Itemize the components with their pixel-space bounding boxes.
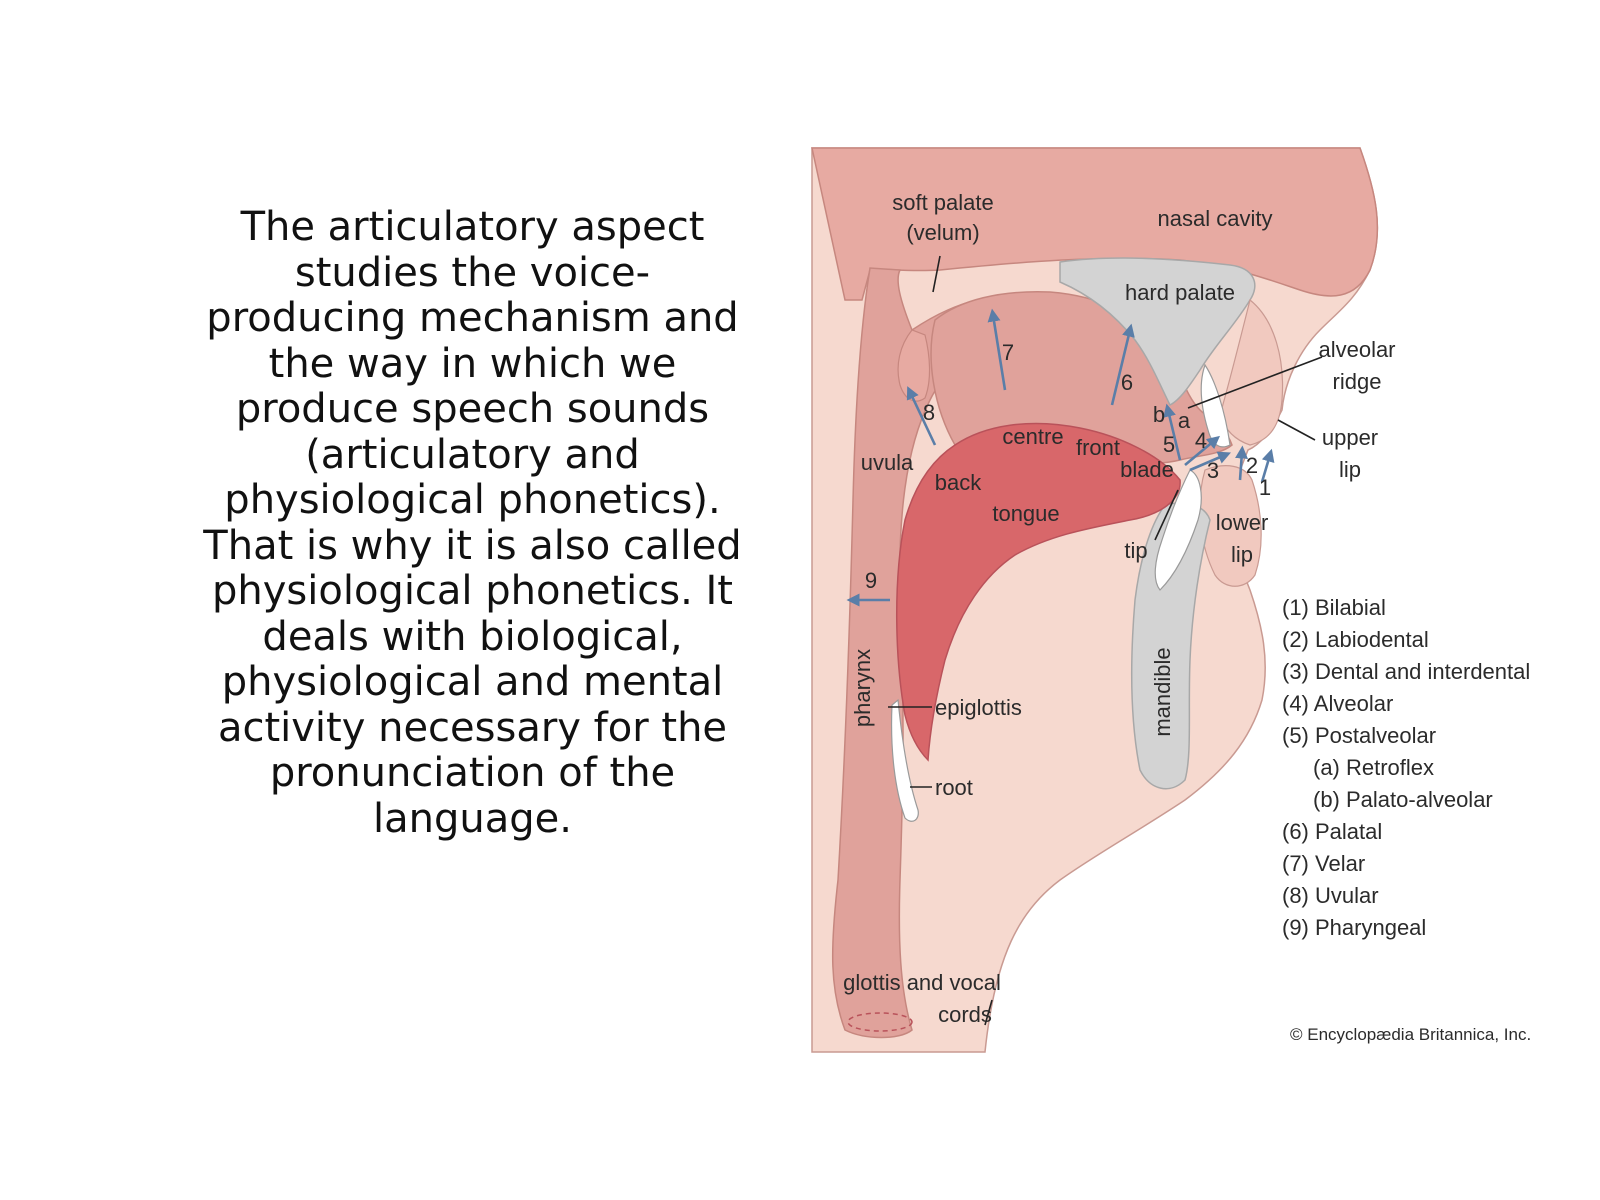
arrow-palatal (1110, 323, 1135, 406)
label-vocal-cords: cords (938, 1002, 992, 1027)
label-glottis: glottis and vocal (843, 970, 1001, 995)
legend-item: (1) Bilabial (1282, 595, 1386, 620)
label-upper: upper (1322, 425, 1378, 450)
label-mandible: mandible (1150, 647, 1175, 736)
label-alveolar: alveolar (1318, 337, 1395, 362)
text-line: studies the voice- (294, 249, 651, 296)
label-front: front (1076, 435, 1120, 460)
label-uvula: uvula (861, 450, 914, 475)
num-4: 4 (1195, 428, 1207, 453)
legend-item: (6) Palatal (1282, 819, 1382, 844)
leader-line (1154, 489, 1179, 541)
num-b: b (1153, 402, 1165, 427)
arrow-velar (987, 308, 1007, 391)
label-soft-palate: soft palate (892, 190, 994, 215)
epiglottis (890, 698, 919, 822)
label-nasal-cavity: nasal cavity (1158, 206, 1273, 231)
legend-item: (b) Palato-alveolar (1313, 787, 1493, 812)
text-line: activity necessary for the (217, 704, 728, 751)
label-lower: lower (1216, 510, 1269, 535)
num-5: 5 (1163, 432, 1175, 457)
label-lower-lip: lip (1231, 542, 1253, 567)
text-line: the way in which we (268, 340, 677, 387)
leader-line (1277, 419, 1316, 441)
label-blade: blade (1120, 457, 1174, 482)
legend-item: (7) Velar (1282, 851, 1365, 876)
slide-body-text: The articulatory aspect studies the voic… (190, 204, 755, 842)
label-tongue: tongue (992, 501, 1059, 526)
label-tip: tip (1124, 538, 1147, 563)
leader-line (984, 999, 993, 1026)
num-6: 6 (1121, 370, 1133, 395)
num-2: 2 (1246, 453, 1258, 478)
leader-line (1187, 356, 1323, 409)
arrow-bilabial (1260, 448, 1275, 483)
leader-line (932, 255, 941, 293)
text-line: producing mechanism and (206, 295, 739, 341)
text-line: physiological phonetics. It (212, 568, 733, 614)
legend-item: (9) Pharyngeal (1282, 915, 1426, 940)
legend-item: (5) Postalveolar (1282, 723, 1436, 748)
text-line: language. (373, 795, 572, 842)
legend-item: (8) Uvular (1282, 883, 1379, 908)
label-ridge: ridge (1333, 369, 1382, 394)
arrow-uvular (906, 386, 937, 446)
label-velum: (velum) (906, 220, 979, 245)
num-9: 9 (865, 568, 877, 593)
legend-item: (4) Alveolar (1282, 691, 1393, 716)
mandible (1130, 502, 1211, 790)
text-line: produce speech sounds (235, 386, 710, 432)
text-line: physiological and mental (221, 659, 724, 705)
label-root: root (935, 775, 973, 800)
arrow-labiodental (1235, 445, 1249, 481)
label-pharynx: pharynx (850, 649, 875, 727)
legend-item: (a) Retroflex (1313, 755, 1434, 780)
upper-lip (1219, 298, 1284, 446)
arrow-dental (1189, 451, 1231, 472)
text-line: physiological phonetics). (224, 477, 721, 523)
text-line: That is why it is also called (203, 522, 742, 569)
label-back: back (935, 470, 982, 495)
copyright-notice: © Encyclopædia Britannica, Inc. (1290, 1025, 1531, 1044)
num-1: 1 (1259, 475, 1271, 500)
hard-palate (1059, 257, 1256, 407)
glottis-outline (847, 1012, 913, 1032)
label-epiglottis: epiglottis (935, 695, 1022, 720)
lower-teeth (1154, 469, 1202, 591)
text-line: The articulatory aspect (240, 204, 705, 250)
legend-item: (2) Labiodental (1282, 627, 1429, 652)
num-3: 3 (1207, 458, 1219, 483)
legend-item: (3) Dental and interdental (1282, 659, 1530, 684)
num-a: a (1178, 408, 1191, 433)
label-hard-palate: hard palate (1125, 280, 1235, 305)
arrow-postalveolar (1163, 403, 1182, 461)
tongue (895, 422, 1181, 762)
label-upper-lip: lip (1339, 457, 1361, 482)
num-7: 7 (1002, 340, 1014, 365)
text-line: (articulatory and (305, 431, 640, 478)
arrow-alveolar (1184, 435, 1220, 466)
text-line: deals with biological, (262, 613, 683, 660)
label-centre: centre (1002, 424, 1063, 449)
text-line: pronunciation of the (269, 750, 676, 796)
num-8: 8 (923, 400, 935, 425)
